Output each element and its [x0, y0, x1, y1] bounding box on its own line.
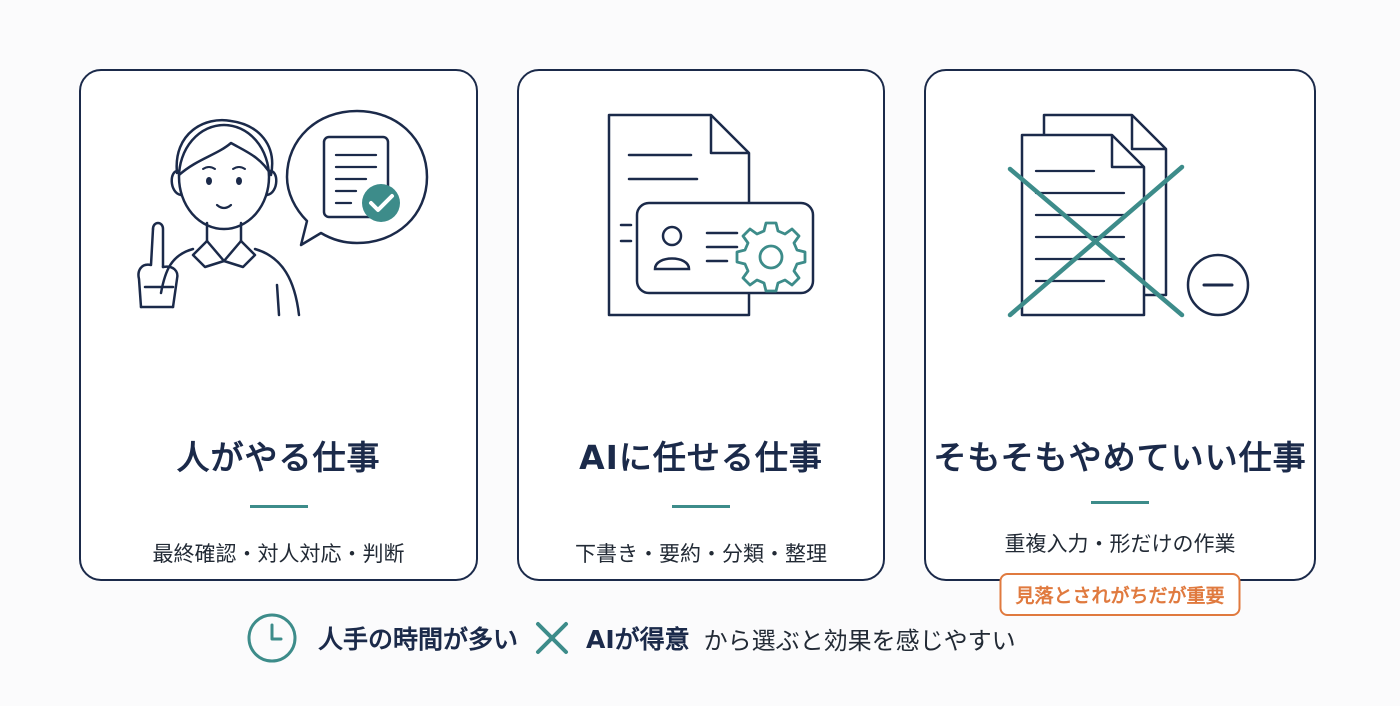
card-description: 重複入力・形だけの作業: [1004, 532, 1236, 556]
footer-conclusion: から選ぶと効果を感じやすい: [703, 626, 1016, 655]
x-icon: [536, 622, 569, 654]
id-card-icon: [619, 201, 815, 295]
card-ai-tasks: AIに任せる仕事 下書き・要約・分類・整理: [517, 69, 885, 581]
document-check-bubble-icon: [285, 109, 429, 247]
document-icon: [607, 113, 815, 317]
card-divider: [672, 505, 730, 508]
card-human-tasks: 人がやる仕事 最終確認・対人対応・判断: [79, 69, 478, 581]
card-title: AIに任せる仕事: [579, 438, 823, 477]
card-title: そもそもやめていい仕事: [933, 438, 1307, 477]
card-title: 人がやる仕事: [176, 438, 381, 477]
gear-icon: [735, 221, 807, 293]
minus-circle-icon: [1186, 253, 1250, 317]
card-divider: [249, 505, 308, 508]
card-stop-tasks: そもそもやめていい仕事 重複入力・形だけの作業 見落とされがちだが重要: [924, 69, 1316, 616]
card-description: 下書き・要約・分類・整理: [575, 542, 827, 566]
footer-ai-good: AIが得意: [586, 625, 690, 654]
person-pointing-icon: [137, 109, 429, 317]
card-description: 最終確認・対人対応・判断: [152, 542, 405, 566]
footer-summary: 人手の時間が多い AIが得意 から選ぶと効果を感じやすい: [246, 612, 1016, 664]
footer-human-time: 人手の時間が多い: [318, 625, 519, 654]
clock-icon: [247, 613, 297, 663]
important-badge: 見落とされがちだが重要: [999, 573, 1241, 616]
crossed-documents-icon: [1007, 113, 1250, 318]
card-divider: [1091, 501, 1149, 504]
